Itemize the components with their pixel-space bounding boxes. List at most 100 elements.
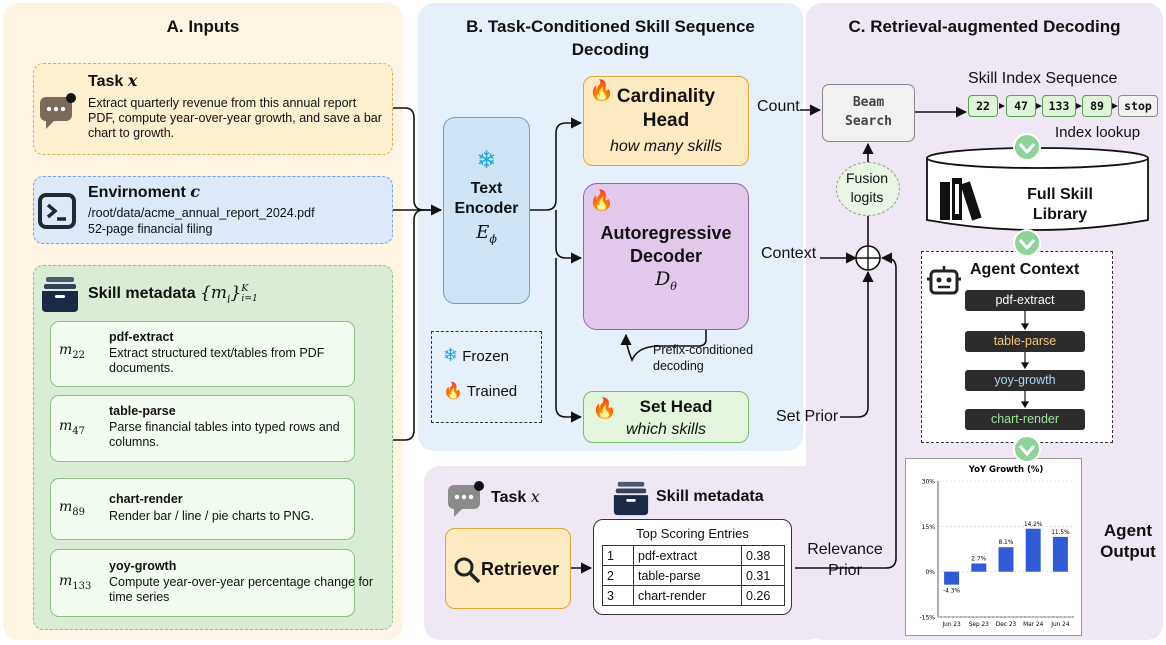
robot-icon [927,265,961,297]
legend-frozen: ❄ Frozen [443,345,509,365]
chart-bar [944,571,960,585]
chat-icon [446,480,486,520]
index-lookup-label: Index lookup [1055,124,1141,141]
decoding-title-line1: B. Task-Conditioned Skill Sequence [466,17,755,36]
encoder-symbol: Eϕ [476,222,497,246]
skill-name: yoy-growth [109,559,177,573]
bar-value-label: 8.1% [999,540,1014,546]
x-tick-label: Mar 24 [1023,622,1043,628]
relevance-label-1: Relevance [807,541,883,558]
library-label-1: Full Skill [1027,186,1093,203]
legend-box [431,331,542,423]
retriever-label: Retriever [481,559,560,579]
retrieval-meta-label: Skill metadata [656,488,764,505]
database-icon [40,274,80,314]
beam-label-2: Search [845,114,892,129]
score-cell: 0.31 [741,565,785,586]
y-tick-label: 15% [922,524,936,531]
skill-name: chart-render [109,492,183,506]
agent-output-label-2: Output [1100,542,1156,561]
skill-symbol: m47 [59,418,86,437]
score-cell: 0.38 [741,545,785,566]
retriever-box [445,528,571,609]
rank-cell: 3 [602,585,634,606]
inputs-title: A. Inputs [166,17,240,36]
environment-desc: 52-page financial filing [88,222,213,236]
skill-symbol: m22 [59,342,86,361]
relevance-label-2: Prior [828,562,862,579]
encoder-label-2: Encoder [454,200,519,217]
chart-bar [971,563,987,572]
skill-name: pdf-extract [109,330,174,344]
context-item: table-parse [965,331,1085,352]
context-item: chart-render [965,409,1085,430]
decoder-label-1: Autoregressive [600,223,732,243]
snowflake-icon: ❄ [443,345,459,365]
bar-value-label: 14.2% [1024,522,1043,528]
environment-label: Envirnoment c [88,182,200,201]
fusion-label-1: Fusion [845,170,889,186]
retrieval-task-label: Task x [491,487,540,506]
context-item: yoy-growth [965,370,1085,391]
context-label: Context [761,245,817,262]
x-tick-label: Dec 23 [996,622,1017,628]
name-cell: table-parse [633,565,742,586]
legend-trained: 🔥 Trained [443,383,518,400]
chart-svg: YoY Growth (%)-15%0%15%30%-4.3%Jun 232.7… [919,465,1074,628]
skill-index-stop-chip: stop [1118,95,1158,117]
skill-desc: Parse financial tables into typed rows a… [109,420,340,449]
x-tick-label: Jun 23 [941,622,961,628]
terminal-icon [38,192,78,232]
skill-index-chip: 89 [1082,95,1112,117]
decoder-label-2: Decoder [629,246,703,266]
agent-output-label-1: Agent [1103,521,1153,540]
text-encoder-box [443,117,530,304]
task-text: Extract quarterly revenue from this annu… [88,96,382,140]
set-prior-label: Set Prior [776,408,839,425]
beam-search-box [822,84,915,142]
set-head-sub: which skills [625,421,706,438]
snowflake-icon: ❄ [476,147,497,174]
decoder-box [583,183,749,330]
fusion-logits-node [836,162,900,216]
top-entries-title: Top Scoring Entries [636,526,749,541]
decoder-symbol: Dθ [655,268,677,293]
prefix-note-2: decoding [653,359,704,373]
skill-library-cylinder [925,146,1150,236]
skill-card-yoy-growth: m133 yoy-growth Compute year-over-year p… [50,549,373,617]
set-head-box [583,391,749,443]
chart-title: YoY Growth (%) [968,465,1044,475]
cardinality-sub: how many skills [609,138,723,155]
beam-label-1: Beam [852,95,885,110]
chat-icon [38,92,78,132]
bar-value-label: 2.7% [971,557,986,563]
score-cell: 0.26 [741,585,785,606]
cardinality-head-box [583,76,749,166]
fire-icon: 🔥 [589,190,614,212]
library-label-2: Library [1032,206,1088,223]
database-icon [612,479,650,517]
task-box [33,63,393,155]
set-head-label: Set Head [639,397,713,416]
skill-desc: Extract structured text/tables from PDF … [109,346,325,375]
chart-bar [1025,528,1041,572]
agent-context-title: Agent Context [970,261,1080,278]
skill-desc: Compute year-over-year percentage change… [109,575,374,604]
chart-bar [1052,536,1068,572]
skill-symbol: m133 [59,573,92,592]
y-tick-label: -15% [919,615,935,622]
y-tick-label: 0% [925,569,935,576]
skill-name: table-parse [109,404,176,418]
y-tick-label: 30% [922,479,936,486]
skill-card-table-parse: m47 table-parse Parse financial tables i… [50,395,355,462]
decoding-title-line2: Decoding [571,40,650,59]
down-arrow-icon [1013,133,1041,463]
fusion-label-2: logits [850,189,884,205]
skill-card-pdf-extract: m22 pdf-extract Extract structured text/… [50,321,355,387]
bar-value-label: 11.5% [1051,530,1070,536]
cardinality-label-2: Head [642,110,690,131]
